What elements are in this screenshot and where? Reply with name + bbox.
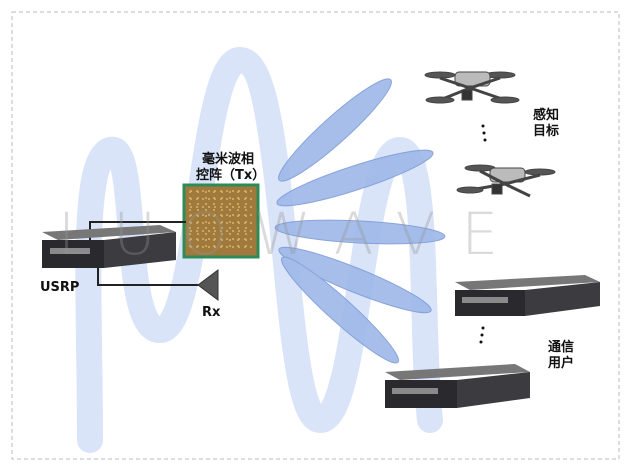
beam-lobe <box>274 219 446 245</box>
frame-border <box>11 11 620 460</box>
comm-user-label-line1: 通信 <box>548 340 575 355</box>
comm-user-label-line2: 用户 <box>548 356 575 371</box>
rx-cable <box>97 260 200 286</box>
drone-target-1 <box>424 71 520 104</box>
beam-lobe <box>280 256 400 364</box>
sensing-target-label: 感知 目标 <box>533 108 559 140</box>
comm-user-usrp-2 <box>385 364 530 408</box>
drone-target-2 <box>456 164 556 198</box>
watermark-text: LUOWAVE <box>58 200 524 268</box>
beam-lobe <box>276 149 434 207</box>
sensing-target-label-line2: 目标 <box>533 124 560 139</box>
ellipsis-dots <box>479 124 487 344</box>
beam-lobe <box>278 246 432 314</box>
beam-lobe <box>278 78 392 182</box>
beam-pattern <box>274 78 446 364</box>
phased-array-label: 毫米波相 控阵（Tx） <box>196 152 265 184</box>
phased-array-tx <box>182 183 260 259</box>
usrp-label: USRP <box>40 280 80 295</box>
comm-user-label: 通信 用户 <box>548 340 574 372</box>
phased-array-label-line1: 毫米波相 <box>202 152 255 167</box>
usrp-device <box>42 225 176 268</box>
watermark-wave <box>75 46 443 453</box>
phased-array-label-line2: 控阵（Tx） <box>196 168 266 183</box>
rx-horn-antenna <box>197 269 219 301</box>
rx-label: Rx <box>202 305 221 320</box>
comm-user-usrp-1 <box>455 275 600 316</box>
sensing-target-label-line1: 感知 <box>533 108 560 123</box>
